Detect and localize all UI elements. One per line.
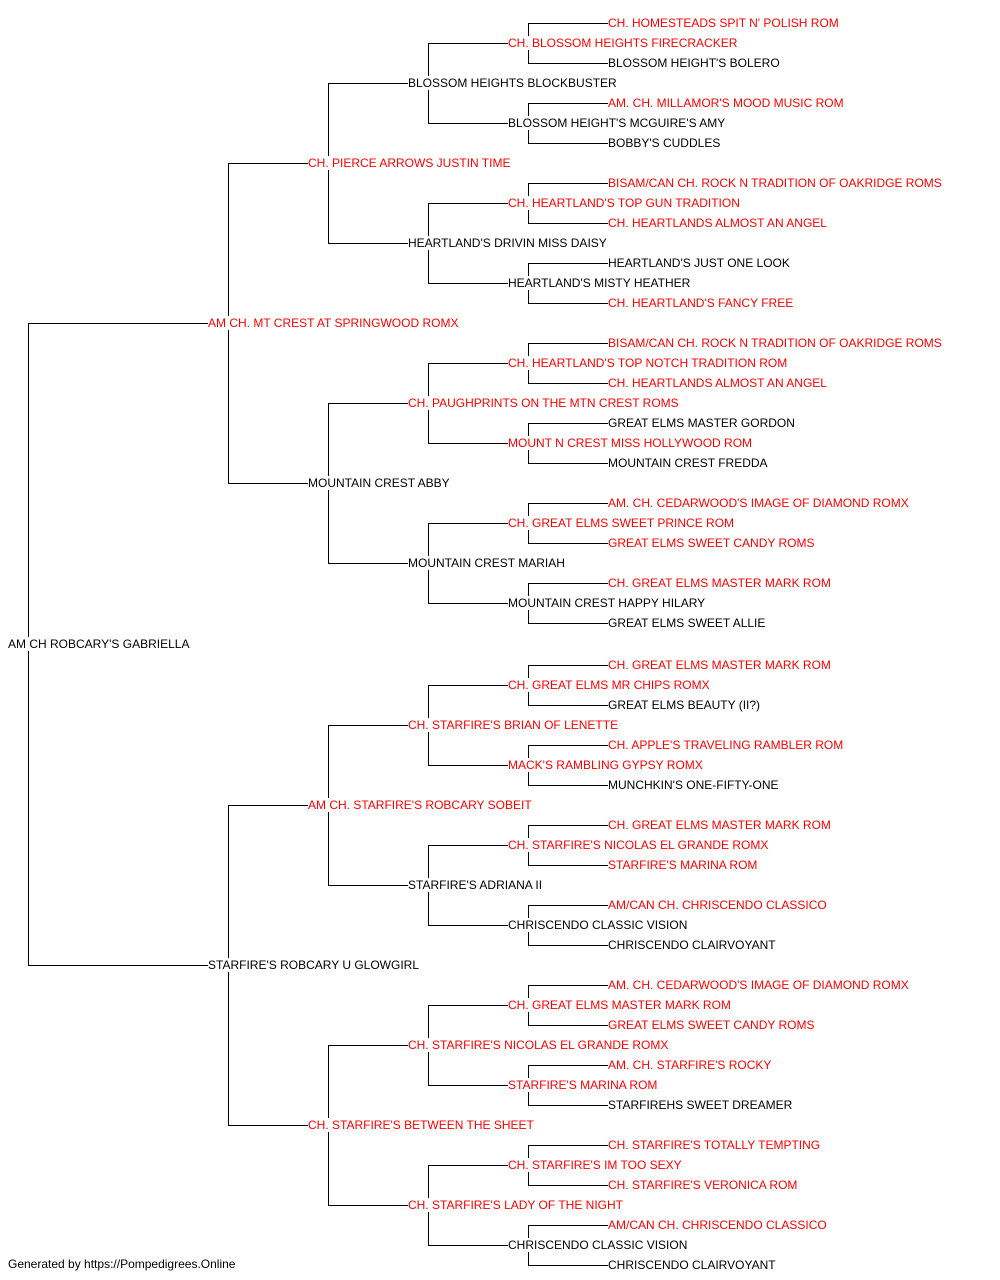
sire-name: AM. CH. STARFIRE'S ROCKY <box>608 1058 774 1072</box>
dam-name: CH. HEARTLANDS ALMOST AN ANGEL <box>608 216 829 230</box>
dam-name: MOUNT N CREST MISS HOLLYWOOD ROM <box>508 436 755 450</box>
sire-name: CH. GREAT ELMS MASTER MARK ROM <box>608 658 833 672</box>
sire-name: CH. STARFIRE'S NICOLAS EL GRANDE ROMX <box>408 1038 671 1052</box>
sire-name: CH. STARFIRE'S NICOLAS EL GRANDE ROMX <box>508 838 771 852</box>
dam-name: STARFIRE'S MARINA ROM <box>608 858 760 872</box>
sire-name: CH. GREAT ELMS MASTER MARK ROM <box>608 576 833 590</box>
dam-name: MOUNTAIN CREST FREDDA <box>608 456 770 470</box>
dam-name: MACK'S RAMBLING GYPSY ROMX <box>508 758 705 772</box>
dam-name: STARFIREHS SWEET DREAMER <box>608 1098 795 1112</box>
sire-name: AM. CH. CEDARWOOD'S IMAGE OF DIAMOND ROM… <box>608 496 911 510</box>
sire-name: AM CH. MT CREST AT SPRINGWOOD ROMX <box>208 316 461 330</box>
dam-name: CHRISCENDO CLASSIC VISION <box>508 918 690 932</box>
dam-name: CHRISCENDO CLAIRVOYANT <box>608 1258 778 1272</box>
sire-name: CH. GREAT ELMS MASTER MARK ROM <box>608 818 833 832</box>
sire-name: BISAM/CAN CH. ROCK N TRADITION OF OAKRID… <box>608 176 944 190</box>
dam-name: HEARTLAND'S DRIVIN MISS DAISY <box>408 236 609 250</box>
sire-name: CH. STARFIRE'S TOTALLY TEMPTING <box>608 1138 823 1152</box>
dam-name: CHRISCENDO CLASSIC VISION <box>508 1238 690 1252</box>
dam-name: MOUNTAIN CREST MARIAH <box>408 556 567 570</box>
dam-name: MOUNTAIN CREST HAPPY HILARY <box>508 596 708 610</box>
dam-name: CH. STARFIRE'S VERONICA ROM <box>608 1178 800 1192</box>
sire-name: BLOSSOM HEIGHTS BLOCKBUSTER <box>408 76 619 90</box>
sire-name: CH. HEARTLAND'S TOP GUN TRADITION <box>508 196 742 210</box>
dam-name: GREAT ELMS BEAUTY (II?) <box>608 698 763 712</box>
dam-name: MOUNTAIN CREST ABBY <box>308 476 452 490</box>
dam-name: GREAT ELMS SWEET CANDY ROMS <box>608 1018 817 1032</box>
sire-name: AM CH. STARFIRE'S ROBCARY SOBEIT <box>308 798 534 812</box>
sire-name: CH. BLOSSOM HEIGHTS FIRECRACKER <box>508 36 740 50</box>
sire-name: CH. GREAT ELMS MR CHIPS ROMX <box>508 678 712 692</box>
footer-credit: Generated by https://Pompedigrees.Online <box>8 1257 236 1271</box>
sire-name: CH. STARFIRE'S IM TOO SEXY <box>508 1158 684 1172</box>
dam-name: GREAT ELMS SWEET CANDY ROMS <box>608 536 817 550</box>
dam-name: GREAT ELMS SWEET ALLIE <box>608 616 768 630</box>
sire-name: CH. HOMESTEADS SPIT N' POLISH ROM <box>608 16 841 30</box>
sire-name: CH. APPLE'S TRAVELING RAMBLER ROM <box>608 738 846 752</box>
dam-name: BLOSSOM HEIGHT'S BOLERO <box>608 56 782 70</box>
sire-name: CH. STARFIRE'S BRIAN OF LENETTE <box>408 718 621 732</box>
subject-dog-name: AM CH ROBCARY'S GABRIELLA <box>8 637 192 651</box>
dam-name: STARFIRE'S ADRIANA II <box>408 878 545 892</box>
dam-name: HEARTLAND'S MISTY HEATHER <box>508 276 693 290</box>
sire-name: CH. HEARTLAND'S TOP NOTCH TRADITION ROM <box>508 356 790 370</box>
sire-name: GREAT ELMS MASTER GORDON <box>608 416 797 430</box>
dam-name: CH. HEARTLAND'S FANCY FREE <box>608 296 796 310</box>
sire-name: AM/CAN CH. CHRISCENDO CLASSICO <box>608 898 829 912</box>
dam-name: CH. HEARTLANDS ALMOST AN ANGEL <box>608 376 829 390</box>
sire-name: AM. CH. MILLAMOR'S MOOD MUSIC ROM <box>608 96 846 110</box>
dam-name: CH. STARFIRE'S BETWEEN THE SHEET <box>308 1118 536 1132</box>
dam-name: MUNCHKIN'S ONE-FIFTY-ONE <box>608 778 781 792</box>
sire-name: AM/CAN CH. CHRISCENDO CLASSICO <box>608 1218 829 1232</box>
sire-name: BISAM/CAN CH. ROCK N TRADITION OF OAKRID… <box>608 336 944 350</box>
sire-name: CH. PIERCE ARROWS JUSTIN TIME <box>308 156 513 170</box>
sire-name: HEARTLAND'S JUST ONE LOOK <box>608 256 792 270</box>
dam-name: CH. STARFIRE'S LADY OF THE NIGHT <box>408 1198 625 1212</box>
sire-name: CH. PAUGHPRINTS ON THE MTN CREST ROMS <box>408 396 681 410</box>
dam-name: CHRISCENDO CLAIRVOYANT <box>608 938 778 952</box>
dam-name: BLOSSOM HEIGHT'S MCGUIRE'S AMY <box>508 116 728 130</box>
dam-name: STARFIRE'S ROBCARY U GLOWGIRL <box>208 958 421 972</box>
sire-name: CH. GREAT ELMS MASTER MARK ROM <box>508 998 733 1012</box>
dam-name: BOBBY'S CUDDLES <box>608 136 723 150</box>
sire-name: AM. CH. CEDARWOOD'S IMAGE OF DIAMOND ROM… <box>608 978 911 992</box>
sire-name: CH. GREAT ELMS SWEET PRINCE ROM <box>508 516 737 530</box>
dam-name: STARFIRE'S MARINA ROM <box>508 1078 660 1092</box>
